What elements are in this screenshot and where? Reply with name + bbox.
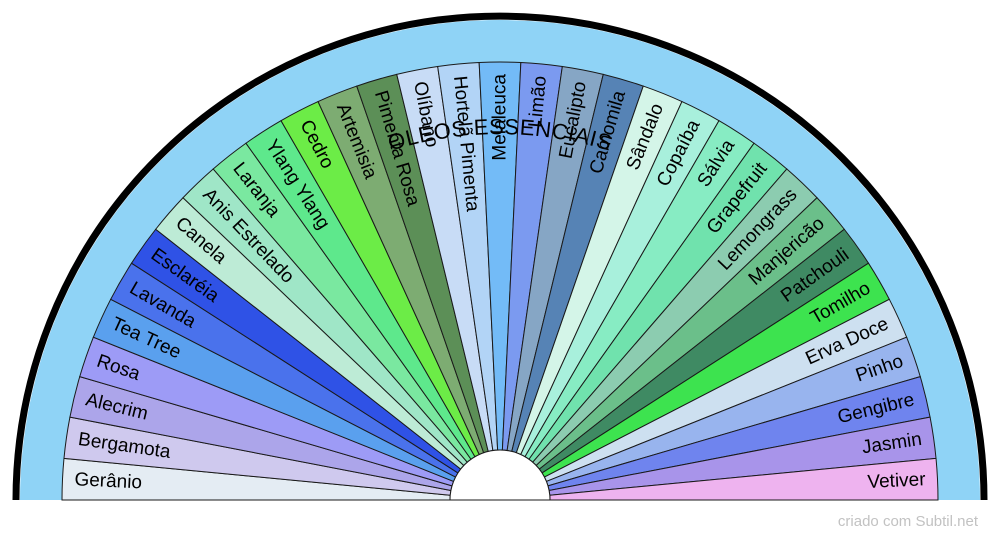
segment-label: Gerânio [74,469,143,493]
segment-label: Vetiver [867,469,927,493]
segment-label: Melaleuca [490,74,511,161]
credit-text: criado com Subtil.net [837,513,978,530]
wheel-segments [61,61,939,501]
outer-border [12,12,988,501]
center-hub [449,449,551,501]
segment-label: Limão [525,75,551,129]
